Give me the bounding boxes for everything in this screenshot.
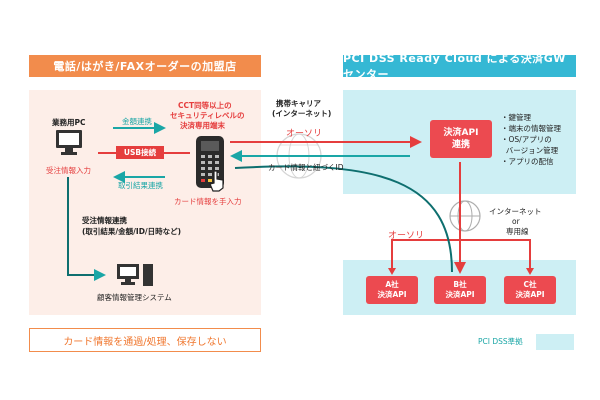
network-line2: or <box>512 217 520 226</box>
feature-1: ・鍵管理 <box>501 113 531 122</box>
company-c-api: 決済API <box>515 290 545 299</box>
company-a-box: A社 決済API <box>366 276 418 304</box>
terminal-desc-1: CCT同等以上の <box>178 101 232 110</box>
feature-2: ・端末の情報管理 <box>501 124 561 133</box>
pc-label: 業務用PC <box>52 118 86 127</box>
right-panel-header: PCI DSS Ready Cloud による決済GWセンター <box>343 52 576 81</box>
order-link-arrow <box>67 177 106 281</box>
pci-legend-label: PCI DSS準拠 <box>478 337 523 346</box>
footer-note-box: カード情報を通過/処理、保存しない <box>29 328 261 352</box>
company-a-api: 決済API <box>377 290 407 299</box>
server-computer-icon <box>116 262 156 288</box>
globe-icon-right <box>449 200 481 232</box>
order-input-label: 受注情報入力 <box>46 166 91 175</box>
card-id-label: カード情報と紐づくID <box>268 163 344 172</box>
left-panel-header: 電話/はがき/FAXオーダーの加盟店 <box>29 55 261 77</box>
usb-badge: USB接続 <box>116 146 164 159</box>
left-panel-title: 電話/はがき/FAXオーダーの加盟店 <box>53 60 237 73</box>
card-input-label: カード情報を手入力 <box>174 197 242 206</box>
company-c-name: C社 <box>523 279 537 289</box>
right-panel-title: PCI DSS Ready Cloud による決済GWセンター <box>343 52 566 81</box>
company-b-box: B社 決済API <box>434 276 486 304</box>
authori-label-mid: オーソリ <box>286 129 323 139</box>
pci-legend-swatch <box>536 334 574 350</box>
pc-icon <box>54 128 84 158</box>
carrier-label-1: 携帯キャリア <box>276 99 321 108</box>
company-b-api: 決済API <box>445 290 475 299</box>
feature-4: バージョン管理 <box>501 146 559 155</box>
network-line1: インターネット <box>489 207 542 216</box>
amount-link-label: 金額連携 <box>122 117 152 126</box>
network-line3: 専用線 <box>506 227 529 236</box>
api-center-box: 決済API 連携 <box>430 120 492 158</box>
feature-5: ・アプリの配信 <box>501 157 554 166</box>
terminal-desc-2: セキュリティレベルの <box>170 111 245 120</box>
customer-system-label: 顧客情報管理システム <box>97 293 172 302</box>
api-center-line1: 決済API <box>443 127 479 138</box>
authori-label-right: オーソリ <box>388 231 425 241</box>
authori-branch <box>391 239 531 272</box>
hand-pointer-icon <box>208 170 226 192</box>
order-link-title: 受注情報連携 <box>82 216 127 225</box>
company-a-name: A社 <box>385 279 399 289</box>
company-b-name: B社 <box>453 279 467 289</box>
usb-label: USB接続 <box>123 148 157 157</box>
order-link-detail: (取引結果/金額/ID/日時など) <box>82 227 182 236</box>
company-c-box: C社 決済API <box>504 276 556 304</box>
result-link-label: 取引結果連携 <box>118 181 163 190</box>
footer-note: カード情報を通過/処理、保存しない <box>63 336 227 348</box>
feature-3: ・OS/アプリの <box>501 135 552 144</box>
api-center-line2: 連携 <box>451 140 470 150</box>
return-curve <box>234 165 453 273</box>
carrier-label-2: (インターネット) <box>272 109 332 118</box>
terminal-desc-3: 決済専用端末 <box>180 121 225 130</box>
